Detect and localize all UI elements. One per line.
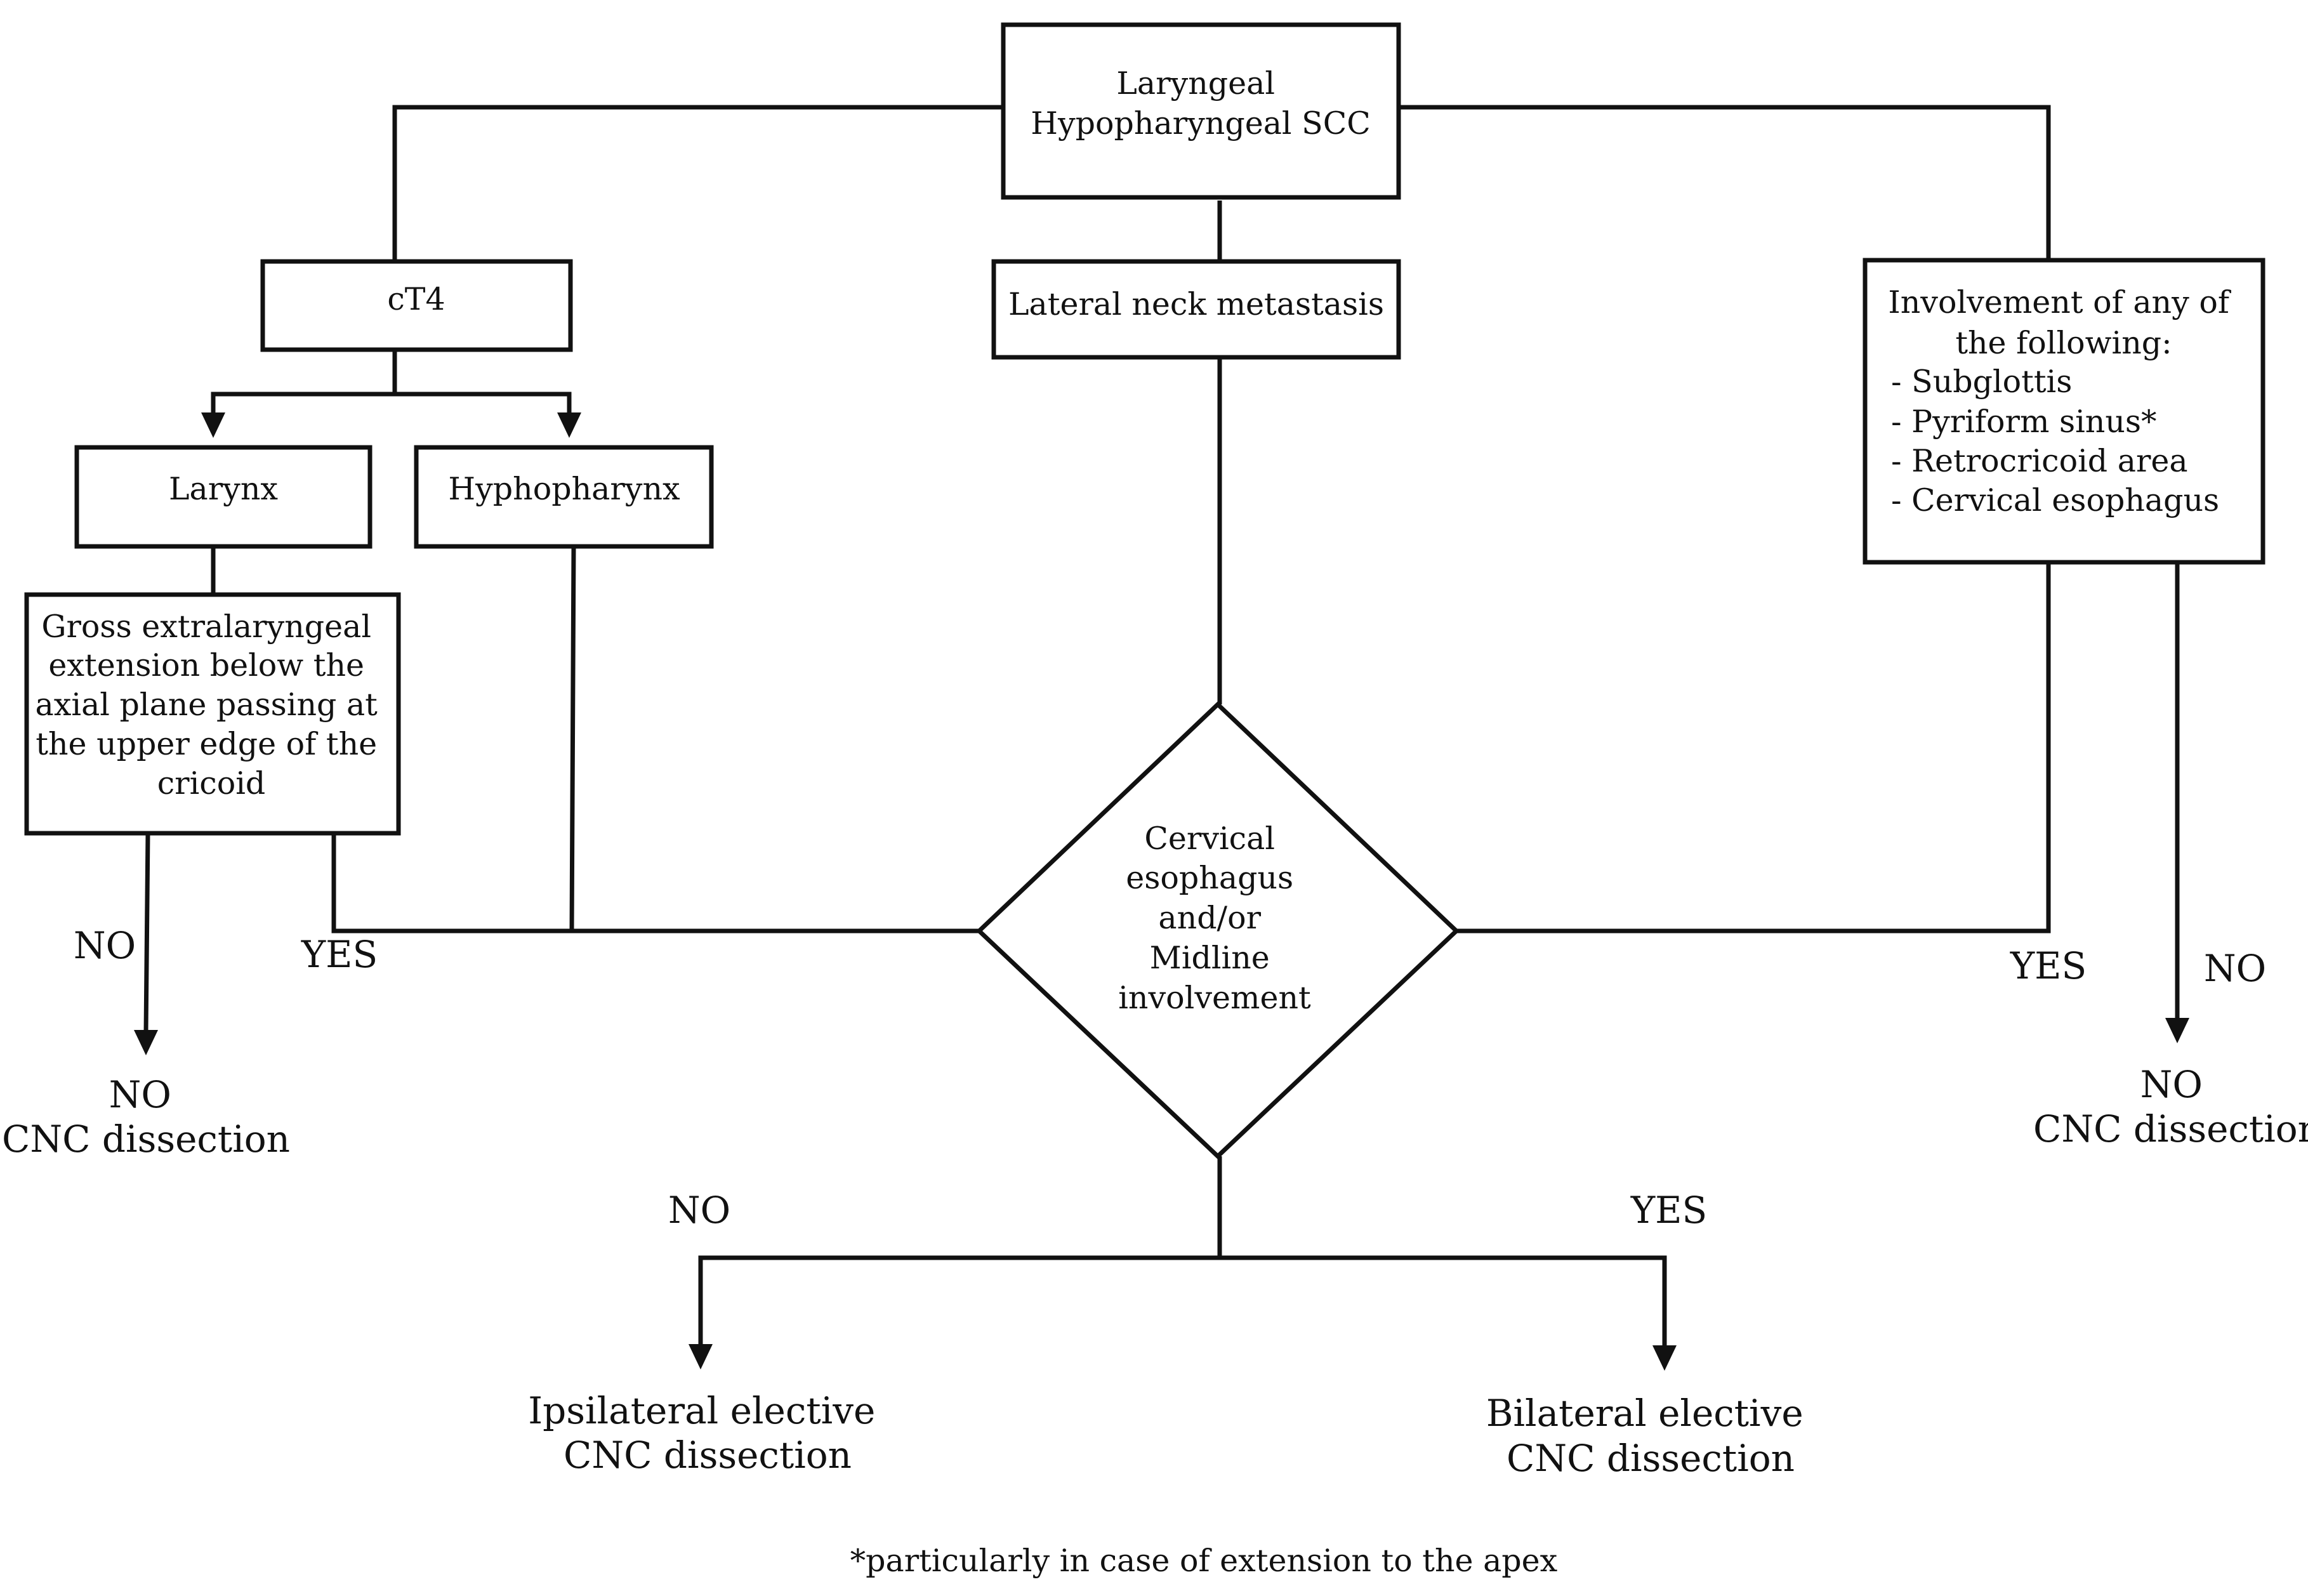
node-involvement-line: the following: — [1955, 325, 2172, 361]
arrowhead-gross-no — [134, 1030, 158, 1055]
node-hypopharynx-text: Hyphopharynx — [448, 471, 680, 507]
node-involvement-item: - Subglottis — [1891, 364, 2072, 400]
outcome-left-no-line: CNC dissection — [2, 1118, 290, 1161]
outcome-ipsilateral: Ipsilateral elective CNC dissection — [528, 1389, 887, 1477]
node-decision-line: esophagus — [1126, 860, 1293, 896]
arrowhead-involvement-no — [2165, 1018, 2189, 1043]
outcome-bilateral-line: CNC dissection — [1507, 1437, 1795, 1480]
node-larynx-text: Larynx — [169, 471, 278, 507]
connector-ct4-to-larynx — [211, 392, 395, 424]
connector-hypopharynx-to-decision — [569, 546, 979, 933]
node-gross-extension-line: extension below the — [48, 647, 364, 683]
connector-decision-no — [698, 1255, 1220, 1345]
node-decision-line: Cervical — [1144, 821, 1275, 857]
node-decision: Cervical esophagus and/or Midline involv… — [975, 701, 1460, 1159]
node-gross-extension-line: axial plane passing at — [36, 687, 378, 723]
node-decision-line: Midline — [1150, 940, 1270, 976]
node-involvement-list: - Subglottis - Pyriform sinus* - Retrocr… — [1891, 364, 2219, 518]
connector-start-to-involvement — [1399, 105, 2051, 260]
node-hypopharynx-line: Hyphopharynx — [448, 471, 680, 507]
node-decision-text: Cervical esophagus and/or Midline involv… — [1118, 821, 1311, 1016]
node-larynx: Larynx — [74, 445, 373, 549]
arrowhead-larynx — [201, 412, 225, 438]
arrowhead-bilateral — [1652, 1345, 1677, 1371]
node-start-line: Hypopharyngeal SCC — [1031, 105, 1370, 142]
node-gross-extension-line: cricoid — [157, 765, 266, 801]
node-lateral-neck-line: Lateral neck metastasis — [1008, 286, 1384, 322]
outcome-right-no-line: CNC dissection — [2033, 1107, 2308, 1151]
node-involvement-heading: Involvement of any of the following: — [1888, 284, 2239, 361]
footnote: *particularly in case of extension to th… — [850, 1543, 1558, 1579]
node-involvement-box — [1863, 258, 2265, 565]
outcome-left-no-line: NO — [109, 1073, 171, 1116]
node-gross-extension: Gross extralaryngeal extension below the… — [24, 592, 401, 836]
connector-start-to-ct4 — [392, 105, 1003, 261]
node-ct4-line: cT4 — [387, 281, 445, 317]
node-start: Laryngeal Hypopharyngeal SCC — [1001, 22, 1401, 200]
node-start-box — [1001, 22, 1401, 200]
arrowhead-ipsilateral — [689, 1344, 713, 1369]
outcomes: NO CNC dissection NO CNC dissection Ipsi… — [2, 1063, 2308, 1480]
label-involvement-no: NO — [2204, 947, 2266, 990]
node-ct4: cT4 — [260, 259, 573, 352]
node-decision-line: involvement — [1118, 980, 1311, 1016]
node-hypopharynx-box — [414, 445, 714, 549]
branch-labels: NO YES YES NO NO YES — [74, 924, 2266, 1232]
node-decision-line: and/or — [1158, 900, 1261, 936]
arrowheads — [134, 412, 2189, 1371]
node-involvement: Involvement of any of the following: - S… — [1863, 258, 2265, 565]
outcome-ipsilateral-line: Ipsilateral elective — [528, 1389, 875, 1432]
node-lateral-neck-text: Lateral neck metastasis — [1008, 286, 1384, 322]
outcome-ipsilateral-line: CNC dissection — [564, 1434, 852, 1477]
connector-gross-no — [143, 833, 150, 1032]
outcome-bilateral: Bilateral elective CNC dissection — [1486, 1392, 1815, 1480]
connector-gross-yes — [331, 833, 572, 933]
node-gross-extension-text: Gross extralaryngeal extension below the… — [36, 609, 388, 801]
label-decision-no: NO — [668, 1189, 730, 1232]
node-larynx-line: Larynx — [169, 471, 278, 507]
node-involvement-line: Involvement of any of — [1888, 284, 2231, 320]
node-larynx-box — [74, 445, 373, 549]
label-gross-yes: YES — [301, 933, 378, 976]
connector-ct4-to-hypopharynx — [395, 392, 572, 424]
node-lateral-neck: Lateral neck metastasis — [991, 259, 1401, 360]
node-gross-extension-line: Gross extralaryngeal — [41, 609, 371, 645]
node-ct4-text: cT4 — [387, 281, 445, 317]
label-decision-yes: YES — [1630, 1189, 1707, 1232]
label-gross-no: NO — [74, 924, 136, 967]
connector-involvement-yes-to-decision — [1456, 562, 2051, 933]
outcome-bilateral-line: Bilateral elective — [1486, 1392, 1804, 1435]
label-involvement-yes: YES — [2010, 944, 2087, 987]
node-gross-extension-box — [24, 592, 401, 836]
node-lateral-neck-box — [991, 259, 1401, 360]
connectors — [143, 105, 2180, 1347]
node-decision-diamond — [975, 701, 1460, 1159]
node-involvement-item: - Pyriform sinus* — [1891, 404, 2157, 440]
node-gross-extension-line: the upper edge of the — [36, 726, 377, 762]
node-involvement-item: - Cervical esophagus — [1891, 482, 2219, 518]
arrowhead-hypopharynx — [557, 412, 581, 438]
node-start-text: Laryngeal Hypopharyngeal SCC — [1031, 65, 1370, 142]
node-involvement-item: - Retrocricoid area — [1891, 443, 2188, 479]
node-start-line: Laryngeal — [1116, 65, 1275, 102]
outcome-right-no: NO CNC dissection — [2033, 1063, 2308, 1151]
node-hypopharynx: Hyphopharynx — [414, 445, 714, 549]
connector-decision-yes — [1220, 1255, 1667, 1347]
outcome-left-no: NO CNC dissection — [2, 1073, 290, 1161]
node-ct4-box — [260, 259, 573, 352]
outcome-right-no-line: NO — [2140, 1063, 2203, 1106]
